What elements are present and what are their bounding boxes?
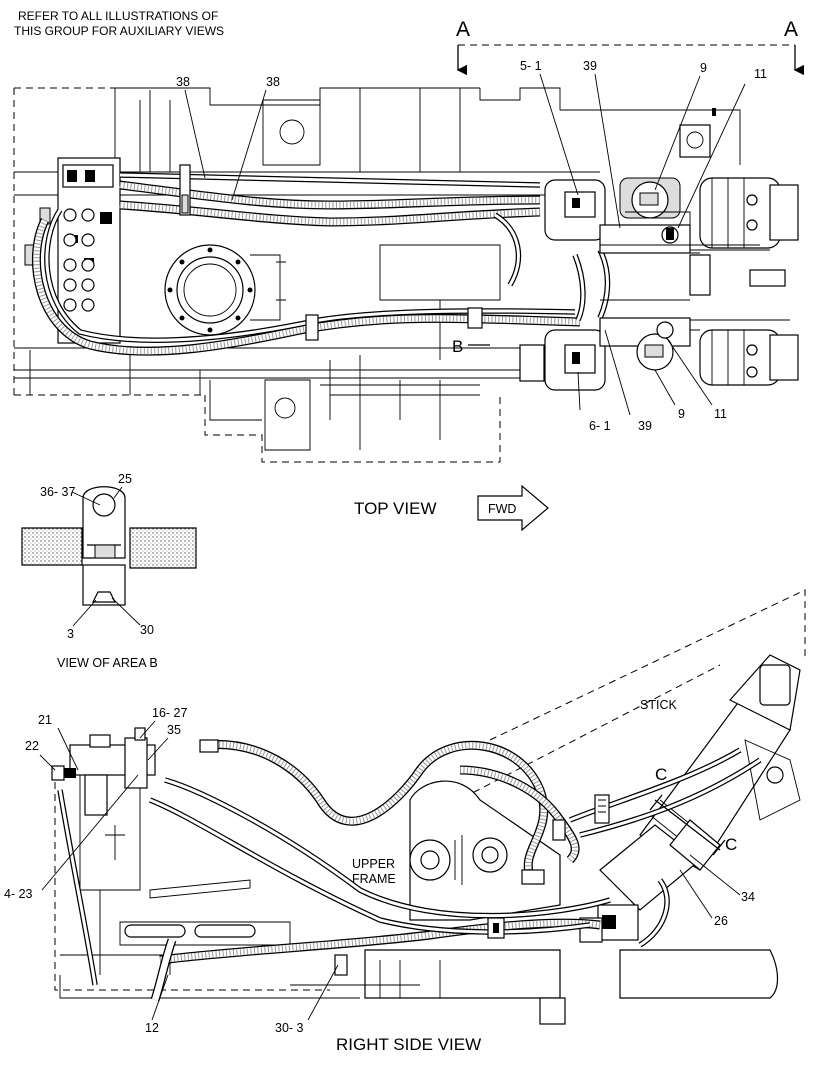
area-b-view: 36- 37 25 3 30 VIEW OF AREA B — [21, 472, 197, 670]
reference-note: REFER TO ALL ILLUSTRATIONS OF THIS GROUP… — [14, 9, 224, 38]
top-view-drawing: B 38 38 5- 1 39 9 11 6- 1 39 9 11 — [13, 59, 799, 463]
section-c-marker: C C — [649, 765, 737, 856]
fwd-label: FWD — [488, 502, 516, 516]
section-a-right-label: A — [784, 18, 798, 41]
callout-9-top: 9 — [700, 61, 707, 75]
callout-21: 21 — [38, 713, 52, 727]
callout-39-top: 39 — [583, 59, 597, 73]
frame-label: FRAME — [352, 872, 396, 886]
upper-label: UPPER — [352, 857, 395, 871]
top-view-title: TOP VIEW FWD — [354, 484, 549, 532]
side-view-hoses — [57, 739, 762, 1002]
callout-38-right: 38 — [266, 75, 280, 89]
side-view-cylinder — [579, 654, 801, 943]
top-view-label: TOP VIEW — [354, 499, 437, 518]
callout-16-27: 16- 27 — [152, 706, 187, 720]
section-b-label: B — [452, 337, 463, 356]
right-side-view-label: RIGHT SIDE VIEW — [336, 1035, 481, 1054]
callout-39-bottom: 39 — [638, 419, 652, 433]
side-view-callouts: 16- 27 21 35 22 4- 23 34 26 12 30- 3 — [4, 706, 755, 1035]
top-view-valves — [564, 181, 679, 374]
section-a-left-label: A — [456, 18, 470, 41]
fwd-arrow-icon — [477, 484, 549, 532]
right-side-view-drawing: STICK UPPER FRAME — [4, 589, 806, 1035]
callout-26: 26 — [714, 914, 728, 928]
callout-12: 12 — [145, 1021, 159, 1035]
callout-11-bottom: 11 — [714, 407, 727, 421]
top-view-cylinders — [519, 177, 799, 391]
callout-3: 3 — [67, 627, 74, 641]
top-view-callouts: 38 38 5- 1 39 9 11 6- 1 39 9 11 — [176, 59, 767, 433]
callout-4-23: 4- 23 — [4, 887, 33, 901]
note-line-1: REFER TO ALL ILLUSTRATIONS OF — [18, 9, 218, 23]
note-line-2: THIS GROUP FOR AUXILIARY VIEWS — [14, 24, 224, 38]
stick-label: STICK — [640, 698, 677, 712]
top-view-hoses — [31, 172, 611, 356]
callout-36-37: 36- 37 — [40, 485, 75, 499]
callout-9-bottom: 9 — [678, 407, 685, 421]
side-view-valve-assembly — [51, 727, 156, 860]
callout-25: 25 — [118, 472, 132, 486]
callout-5-1: 5- 1 — [520, 59, 542, 73]
callout-30: 30 — [140, 623, 154, 637]
callout-6-1: 6- 1 — [589, 419, 611, 433]
callout-11-top: 11 — [754, 67, 767, 81]
section-c-top-label: C — [655, 765, 667, 784]
callout-38-left: 38 — [176, 75, 190, 89]
callout-35: 35 — [167, 723, 181, 737]
section-a-marker: A A — [456, 18, 805, 76]
callout-34: 34 — [741, 890, 755, 904]
section-c-bottom-label: C — [725, 835, 737, 854]
area-b-label: VIEW OF AREA B — [57, 656, 158, 670]
callout-22: 22 — [25, 739, 39, 753]
callout-30-3: 30- 3 — [275, 1021, 304, 1035]
